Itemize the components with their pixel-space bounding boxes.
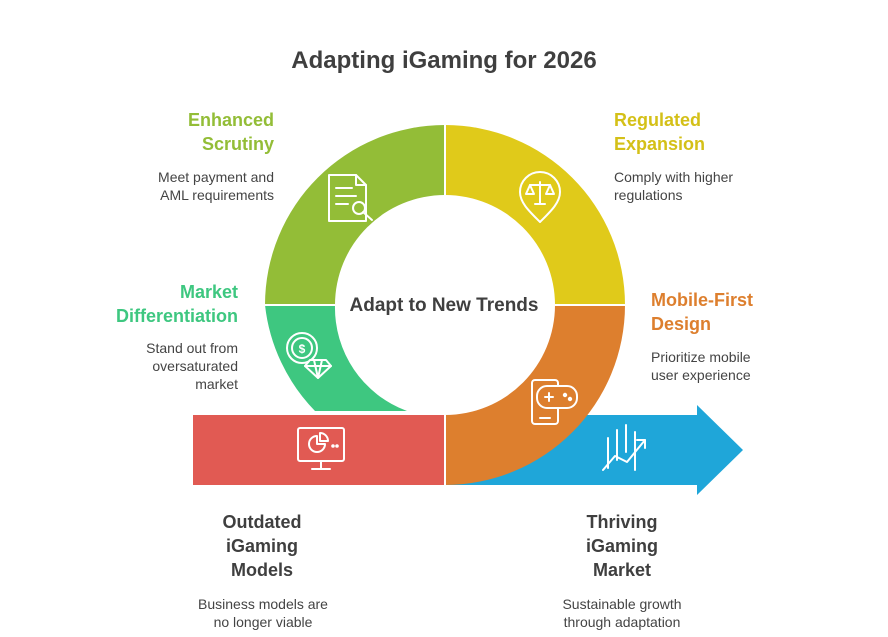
thriving-market-description: Sustainable growth through adaptation [562,596,682,630]
growth-chart-icon [602,424,646,471]
regulated-expansion-label: Regulated Expansion [614,110,706,154]
regulated-expansion-description: Comply with higher regulations [614,169,734,203]
document-search-icon [328,174,373,222]
phone-gamepad-icon [531,379,578,425]
market-differentiation-label: Market Differentiation [115,282,238,326]
monitor-pie-chart-icon [297,427,345,470]
balance-scale-pin-icon [519,171,561,223]
enhanced-scrutiny-label: Enhanced Scrutiny [187,110,274,154]
mobile-first-design-segment [445,305,625,485]
enhanced-scrutiny-segment [265,125,445,305]
svg-text:$: $ [299,342,306,356]
thriving-market-label: Thriving iGaming Market [585,512,658,580]
market-differentiation-segment [265,305,407,411]
outdated-models-label: Outdated iGaming Models [222,512,302,580]
outdated-models-description: Business models are no longer viable [198,596,328,630]
outdated-models-bar [193,415,445,485]
enhanced-scrutiny-description: Meet payment and AML requirements [158,169,274,203]
regulated-expansion-segment [445,125,625,305]
center-label: Adapt to New Trends [349,295,539,316]
diagram-title: Adapting iGaming for 2026 [291,47,597,74]
market-differentiation-description: Stand out from oversaturated market [146,340,238,392]
mobile-first-design-label: Mobile-First Design [651,290,753,334]
mobile-first-design-description: Prioritize mobile user experience [651,349,751,383]
coin-diamond-icon: $ [286,332,332,379]
